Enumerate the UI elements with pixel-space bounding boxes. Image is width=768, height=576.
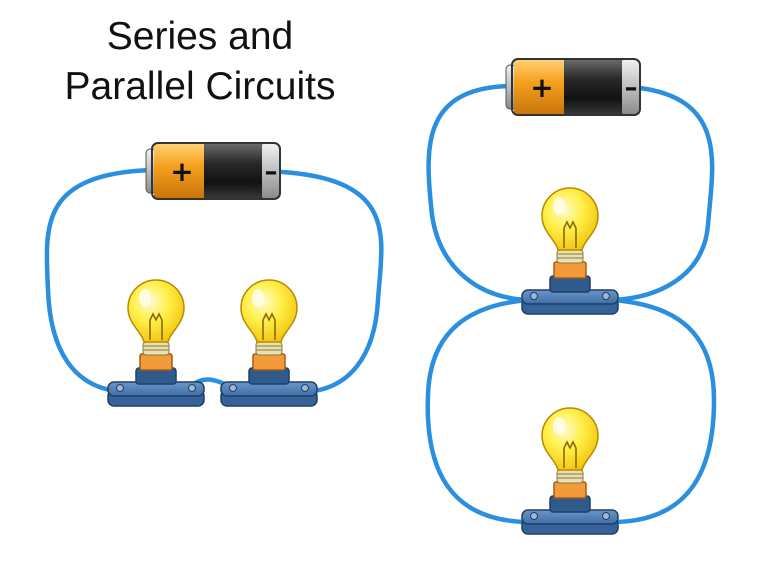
series-bulb-2: [220, 279, 318, 407]
series-circuit: + –: [44, 142, 384, 407]
parallel-bulb-2: [521, 407, 619, 535]
parallel-wire-upper-right: [609, 85, 715, 303]
parallel-wire-lower-left: [425, 297, 531, 525]
battery-icon: [145, 142, 281, 200]
light-bulb-icon: [107, 279, 205, 407]
series-wire-left: [44, 167, 153, 395]
parallel-bulb-1: [521, 187, 619, 315]
title-line-1: Series and: [106, 15, 294, 58]
page-title: Series and Parallel Circuits: [40, 12, 360, 112]
parallel-wire-upper-left: [426, 83, 531, 303]
series-wire-right: [279, 169, 384, 395]
series-bulb-1: [107, 279, 205, 407]
battery-icon: [505, 58, 641, 116]
title-line-2: Parallel Circuits: [64, 65, 336, 108]
battery-positive-label: +: [530, 71, 553, 104]
light-bulb-icon: [220, 279, 318, 407]
parallel-wire-lower-right: [609, 297, 717, 525]
light-bulb-icon: [521, 187, 619, 315]
parallel-circuit: + –: [425, 58, 717, 535]
battery-positive-label: +: [170, 155, 193, 188]
parallel-battery: + –: [505, 58, 641, 116]
battery-negative-label: –: [265, 157, 278, 187]
battery-negative-label: –: [625, 73, 638, 103]
light-bulb-icon: [521, 407, 619, 535]
series-battery: + –: [145, 142, 281, 200]
